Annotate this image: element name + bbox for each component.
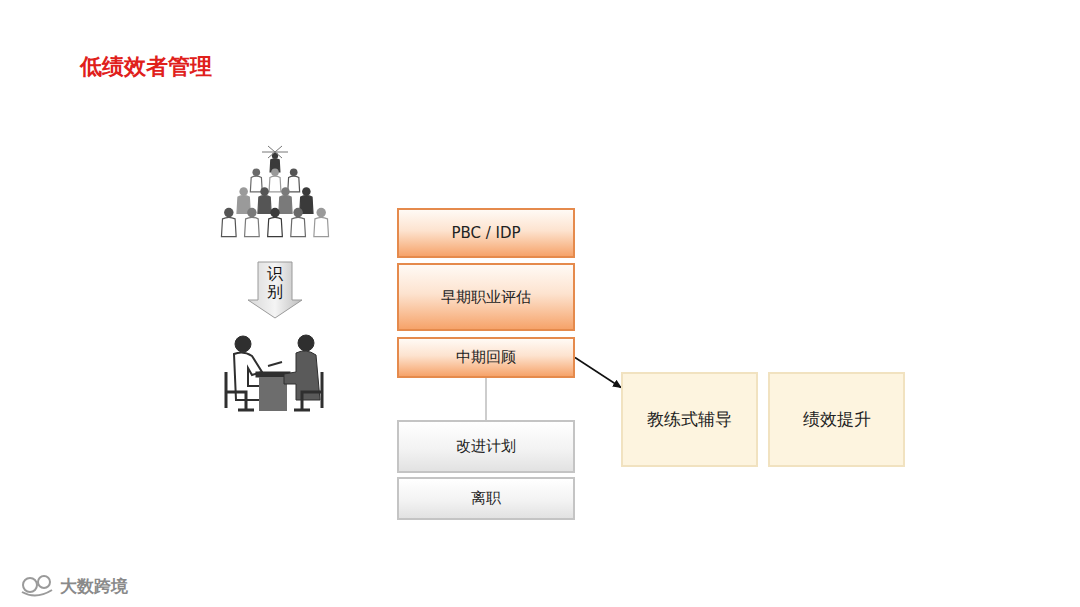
person-head: [239, 187, 248, 196]
box-text: 离职: [471, 489, 501, 508]
box-text: PBC / IDP: [451, 224, 520, 242]
person-body: [269, 176, 281, 192]
process-box: 改进计划: [397, 420, 575, 473]
process-box: 离职: [397, 477, 575, 520]
person-head: [271, 169, 279, 177]
person-body: [250, 176, 262, 192]
crowd-pyramid: [221, 146, 328, 237]
process-box: 早期职业评估: [397, 263, 575, 331]
box-text: 教练式辅导: [647, 408, 732, 431]
process-box: 中期回顾: [397, 337, 575, 378]
connector: [575, 358, 621, 388]
person-head: [281, 187, 290, 196]
person-head: [293, 208, 302, 217]
box-text: 中期回顾: [456, 348, 516, 367]
person-head: [270, 208, 279, 217]
crowd-burst: [262, 146, 288, 158]
box-text: 改进计划: [456, 437, 516, 456]
box-text: 早期职业评估: [441, 288, 531, 307]
process-box: 绩效提升: [768, 372, 905, 467]
person-body: [279, 196, 292, 214]
person-head: [290, 169, 298, 177]
watermark: 大数跨境: [60, 575, 128, 598]
person-head: [247, 208, 256, 217]
person-body: [245, 217, 260, 236]
person-head: [252, 169, 260, 177]
person-body: [221, 217, 236, 236]
watermark-logo: [22, 576, 52, 596]
box-text: 绩效提升: [803, 408, 871, 431]
arrow-label: 识别: [267, 265, 283, 300]
person-body: [268, 217, 283, 236]
connector: [485, 378, 487, 420]
person-body: [288, 176, 300, 192]
person-head: [224, 208, 233, 217]
person-head: [316, 208, 325, 217]
meeting-figures: [226, 335, 322, 411]
process-box: 教练式辅导: [621, 372, 758, 467]
person-head: [302, 187, 311, 196]
person-body: [314, 217, 329, 236]
page-title: 低绩效者管理: [80, 52, 212, 82]
process-box: PBC / IDP: [397, 208, 575, 258]
down-arrow: [248, 262, 302, 318]
person-body: [291, 217, 306, 236]
person-body: [258, 196, 271, 214]
person-head: [260, 187, 269, 196]
